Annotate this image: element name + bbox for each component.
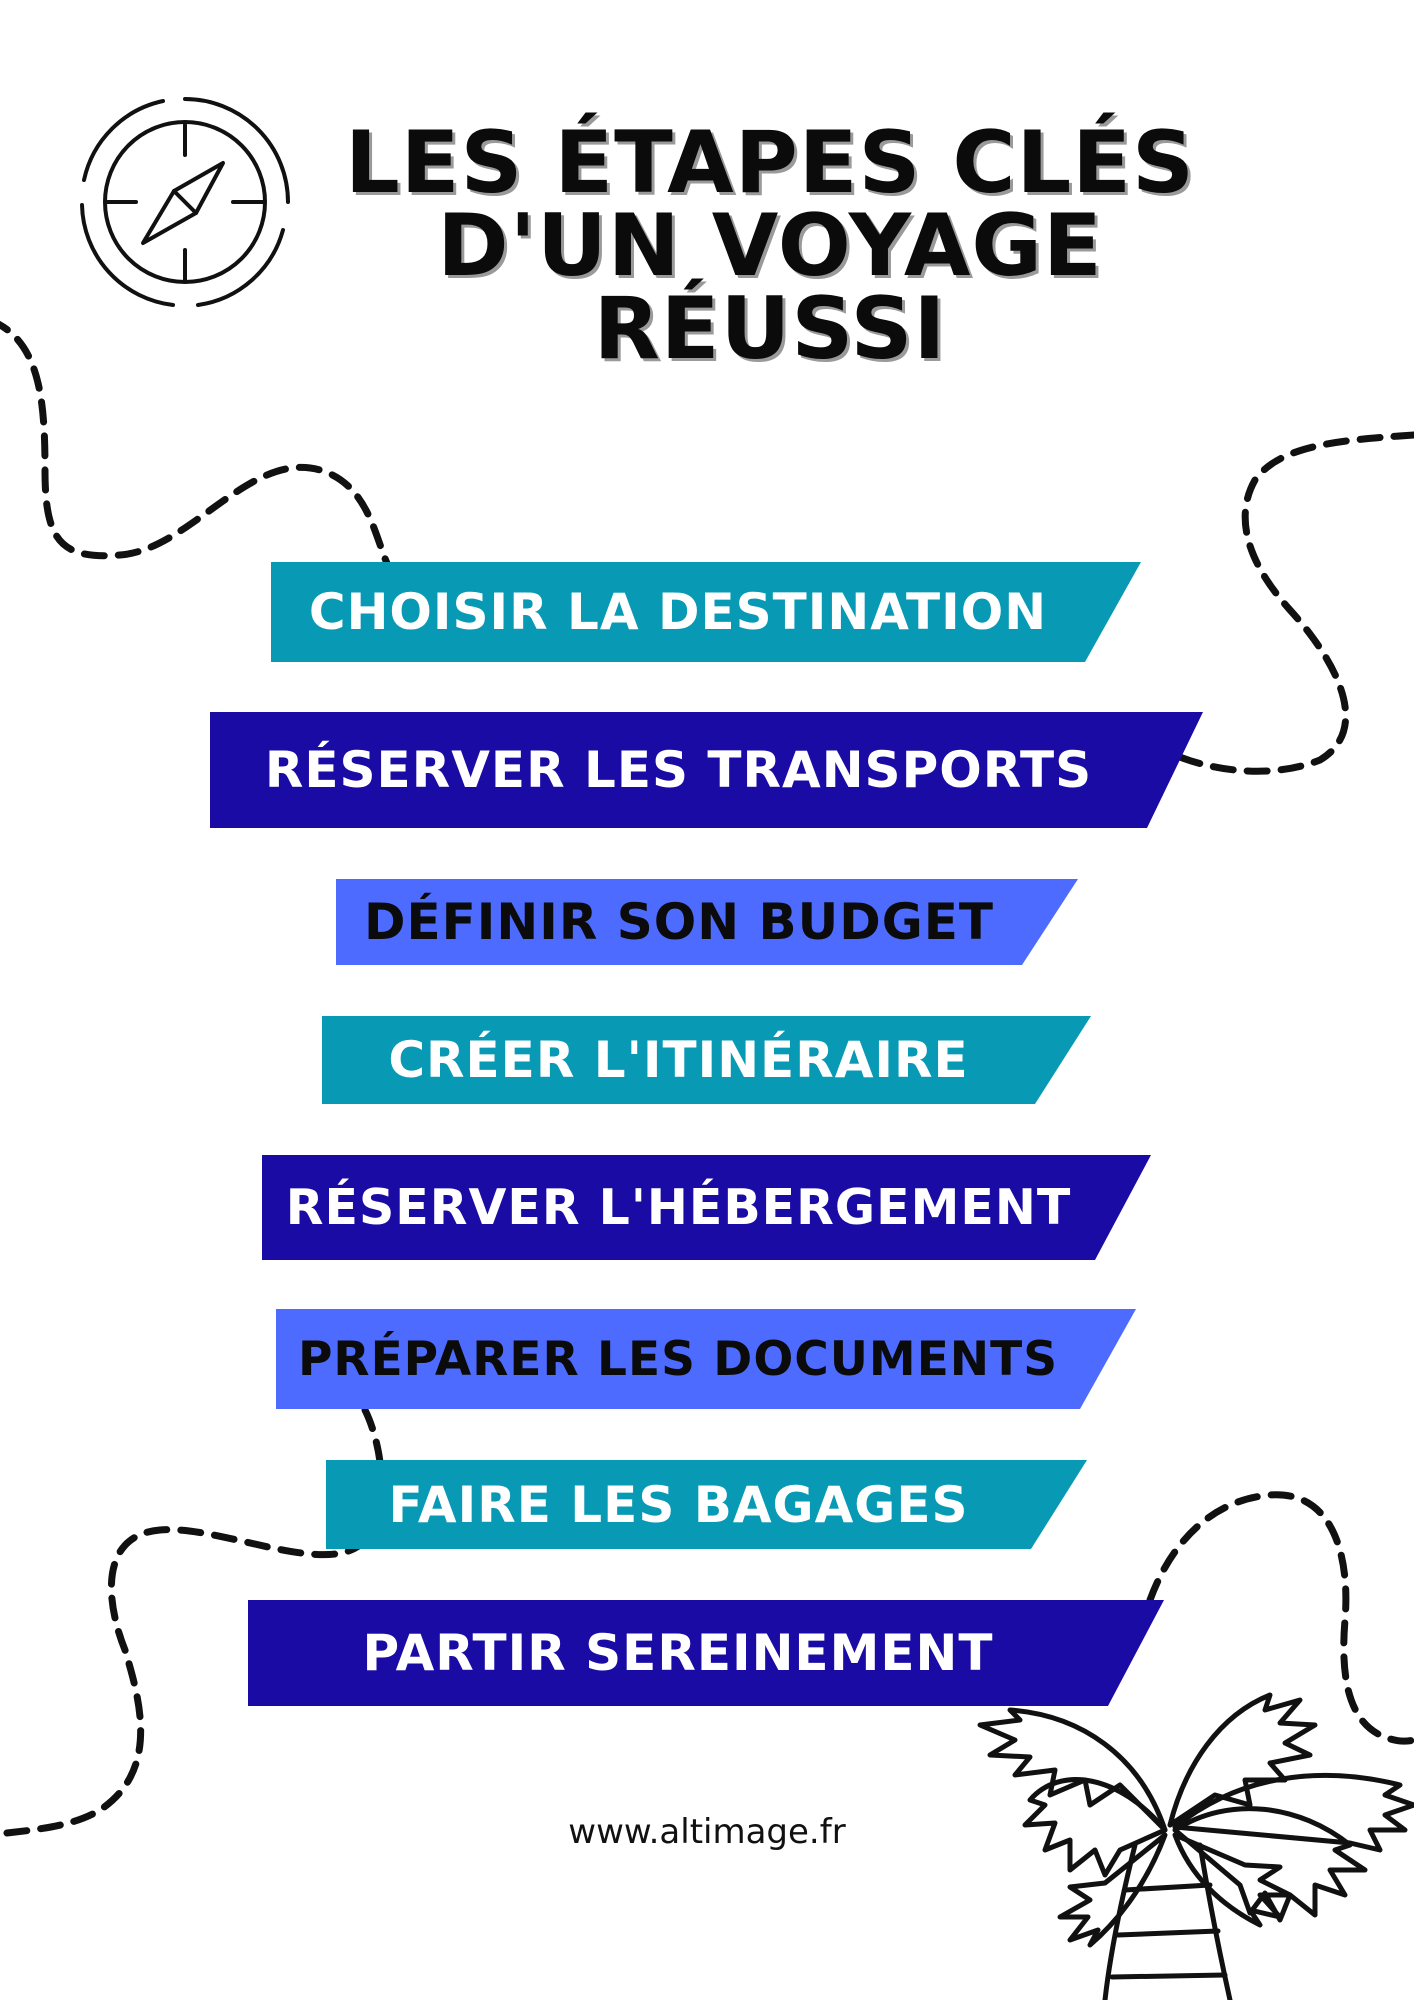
- title-line-1: LES ÉTAPES CLÉS: [345, 113, 1195, 213]
- step-book-transport: RÉSERVER LES TRANSPORTS: [210, 712, 1203, 828]
- page-title: LES ÉTAPES CLÉS D'UN VOYAGE RÉUSSI: [300, 113, 1240, 379]
- step-pack-bags: FAIRE LES BAGAGES: [326, 1460, 1087, 1549]
- compass-icon: [80, 97, 290, 307]
- step-label: PARTIR SEREINEMENT: [362, 1624, 994, 1682]
- palm-tree-icon: [977, 1692, 1414, 2000]
- step-label: RÉSERVER LES TRANSPORTS: [264, 741, 1093, 799]
- step-book-accommodation: RÉSERVER L'HÉBERGEMENT: [262, 1155, 1151, 1260]
- step-label: PRÉPARER LES DOCUMENTS: [297, 1331, 1059, 1387]
- step-label: RÉSERVER L'HÉBERGEMENT: [285, 1179, 1072, 1236]
- step-choose-destination: CHOISIR LA DESTINATION: [271, 562, 1141, 662]
- step-label: DÉFINIR SON BUDGET: [363, 893, 995, 951]
- step-label: CRÉER L'ITINÉRAIRE: [388, 1031, 969, 1089]
- step-label: CHOISIR LA DESTINATION: [308, 583, 1048, 641]
- step-define-budget: DÉFINIR SON BUDGET: [336, 879, 1078, 965]
- step-leave-serenely: PARTIR SEREINEMENT: [248, 1600, 1164, 1706]
- step-create-itinerary: CRÉER L'ITINÉRAIRE: [322, 1016, 1091, 1104]
- website-url: www.altimage.fr: [568, 1812, 846, 1852]
- step-label: FAIRE LES BAGAGES: [388, 1475, 969, 1534]
- title-line-3: RÉUSSI: [593, 279, 947, 379]
- step-prepare-documents: PRÉPARER LES DOCUMENTS: [276, 1309, 1136, 1409]
- title-line-2: D'UN VOYAGE: [437, 196, 1103, 296]
